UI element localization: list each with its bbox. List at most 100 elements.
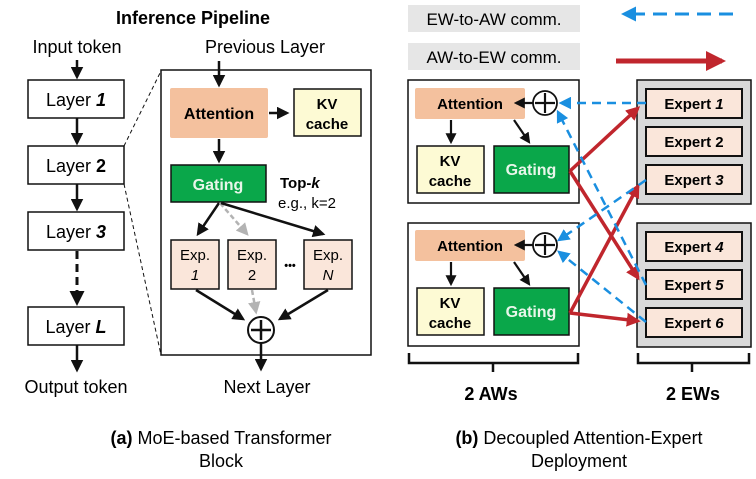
- aw-bracket: [407, 353, 580, 372]
- blue-arrow-expert3-to-sum2: [556, 178, 647, 242]
- gating-box: Gating: [170, 164, 267, 203]
- expert-label-line1: Exp.: [313, 247, 343, 264]
- aw1-kv-line1: KV: [440, 153, 461, 170]
- expert-label: Expert: [664, 96, 715, 113]
- ew-expert-box-1: [645, 88, 743, 119]
- caption-a-tag: (a): [110, 428, 132, 448]
- aw1-gating-box: [493, 145, 570, 194]
- caption-b-text: Decoupled Attention-Expert: [478, 428, 702, 448]
- layer-box-L: Layer L: [27, 306, 125, 346]
- previous-layer-label: Previous Layer: [205, 37, 325, 57]
- aw2-attention-box: [415, 230, 525, 261]
- expert-number: 5: [715, 277, 724, 294]
- zoom-line-top: [123, 70, 162, 147]
- ew-expert-box-2: [645, 126, 743, 157]
- expert-label-line2: 2: [248, 267, 256, 284]
- zoom-line-bottom-2: [123, 183, 162, 356]
- sum-node: [247, 316, 275, 344]
- aw2-attention-label: Attention: [437, 238, 503, 255]
- layer-label: Layer: [46, 90, 96, 110]
- attention-worker-2: Attention KV cache Gating: [407, 222, 580, 347]
- red-arrow-gating2-to-expert6: [569, 311, 641, 327]
- svg-text:(a) MoE-based Transformer: (a) MoE-based Transformer: [110, 428, 331, 448]
- svg-text:Top-k: Top-k: [280, 175, 320, 192]
- caption-b-line2: Deployment: [531, 451, 627, 471]
- topk-label: Top-: [280, 175, 311, 192]
- gating-label: Gating: [193, 177, 244, 194]
- ew-bracket: [636, 353, 751, 372]
- layer-number: 1: [96, 90, 106, 110]
- svg-text:Layer 1: Layer 1: [46, 90, 106, 110]
- expert-box-1: Exp. 1: [170, 239, 220, 290]
- red-arrow-gating2-to-expert3: [568, 183, 640, 314]
- aw1-kv-box: [416, 145, 485, 194]
- input-token-label: Input token: [32, 37, 121, 57]
- expert-number: 6: [715, 315, 724, 332]
- attention-label: Attention: [184, 106, 254, 123]
- aw1-arrow-attention-to-gating: [513, 119, 531, 144]
- layer-label: Layer: [46, 156, 96, 176]
- layer-number: 3: [96, 222, 106, 242]
- expert-box-N: Exp. N: [303, 239, 353, 290]
- blue-arrow-expert6-to-sum2: [557, 250, 647, 323]
- svg-text:Expert 6: Expert 6: [664, 315, 724, 332]
- expert-label-line2: N: [323, 267, 334, 284]
- attention-box: Attention: [170, 88, 268, 138]
- aw2-gating-label: Gating: [506, 304, 557, 321]
- svg-text:(b) Decoupled Attention-Expert: (b) Decoupled Attention-Expert: [455, 428, 702, 448]
- topk-k: k: [311, 175, 320, 192]
- arrow-gating-to-expN: [220, 201, 326, 238]
- aw2-sum-node: [532, 232, 558, 258]
- expert-label: Expert: [664, 239, 715, 256]
- kv-label-line1: KV: [317, 96, 338, 113]
- layer-number: 2: [96, 156, 106, 176]
- svg-text:Expert 2: Expert 2: [664, 134, 723, 151]
- svg-text:Layer 3: Layer 3: [46, 222, 106, 242]
- legend-aw-to-ew-label: AW-to-EW comm.: [426, 48, 561, 67]
- svg-text:Expert 5: Expert 5: [664, 277, 724, 294]
- arrow-gating-to-exp1: [196, 202, 221, 237]
- arrow-exp2-to-sum-inactive: [248, 289, 261, 315]
- blue-arrow-expert5-to-sum1: [556, 109, 648, 286]
- arrow-exp1-to-sum: [195, 288, 246, 321]
- ew-expert-box-5: [645, 269, 743, 300]
- expert-label-line1: Exp.: [237, 247, 267, 264]
- aw1-attention-label: Attention: [437, 96, 503, 113]
- layer-box-1: Layer 1: [27, 79, 125, 119]
- aw2-kv-line2: cache: [429, 315, 472, 332]
- arrow-gating-to-exp2-inactive: [219, 202, 249, 236]
- legend-aw-to-ew: AW-to-EW comm.: [408, 43, 726, 71]
- arrow-expN-to-sum: [277, 288, 329, 321]
- topk-example: e.g., k=2: [278, 195, 336, 212]
- svg-text:Layer 2: Layer 2: [46, 156, 106, 176]
- layer-number: L: [96, 317, 107, 337]
- aw1-sum-node: [532, 90, 558, 116]
- expert-label: Expert: [664, 277, 715, 294]
- expert-number: 3: [715, 172, 724, 189]
- zoom-line-bottom: [124, 154, 161, 184]
- attention-worker-1: Attention KV cache Gating: [407, 79, 580, 204]
- kv-label-line2: cache: [306, 116, 349, 133]
- aw-count-label: 2 AWs: [464, 384, 517, 404]
- layer-box-2: Layer 2: [27, 145, 125, 185]
- aw2-gating-box: [493, 287, 570, 336]
- aw1-kv-line2: cache: [429, 173, 472, 190]
- panel-a: Inference Pipeline Input token Layer 1 L…: [24, 8, 372, 471]
- caption-a-line2: Block: [199, 451, 244, 471]
- expert-label: Expert: [664, 315, 715, 332]
- svg-text:Expert 3: Expert 3: [664, 172, 724, 189]
- layer-box-3: Layer 3: [27, 211, 125, 251]
- caption-a-text: MoE-based Transformer: [132, 428, 331, 448]
- expert-box-2: Exp. 2: [227, 239, 277, 290]
- expert-number: 2: [715, 134, 723, 151]
- expert-label-line1: Exp.: [180, 247, 210, 264]
- next-layer-label: Next Layer: [223, 377, 310, 397]
- caption-b-tag: (b): [455, 428, 478, 448]
- ew-expert-box-4: [645, 231, 743, 262]
- aw2-kv-box: [416, 287, 485, 336]
- expert-worker-1: Expert 1 Expert 2 Expert 3: [636, 79, 752, 205]
- aw1-gating-label: Gating: [506, 162, 557, 179]
- legend-ew-to-aw-label: EW-to-AW comm.: [426, 10, 561, 29]
- ew-count-label: 2 EWs: [666, 384, 720, 404]
